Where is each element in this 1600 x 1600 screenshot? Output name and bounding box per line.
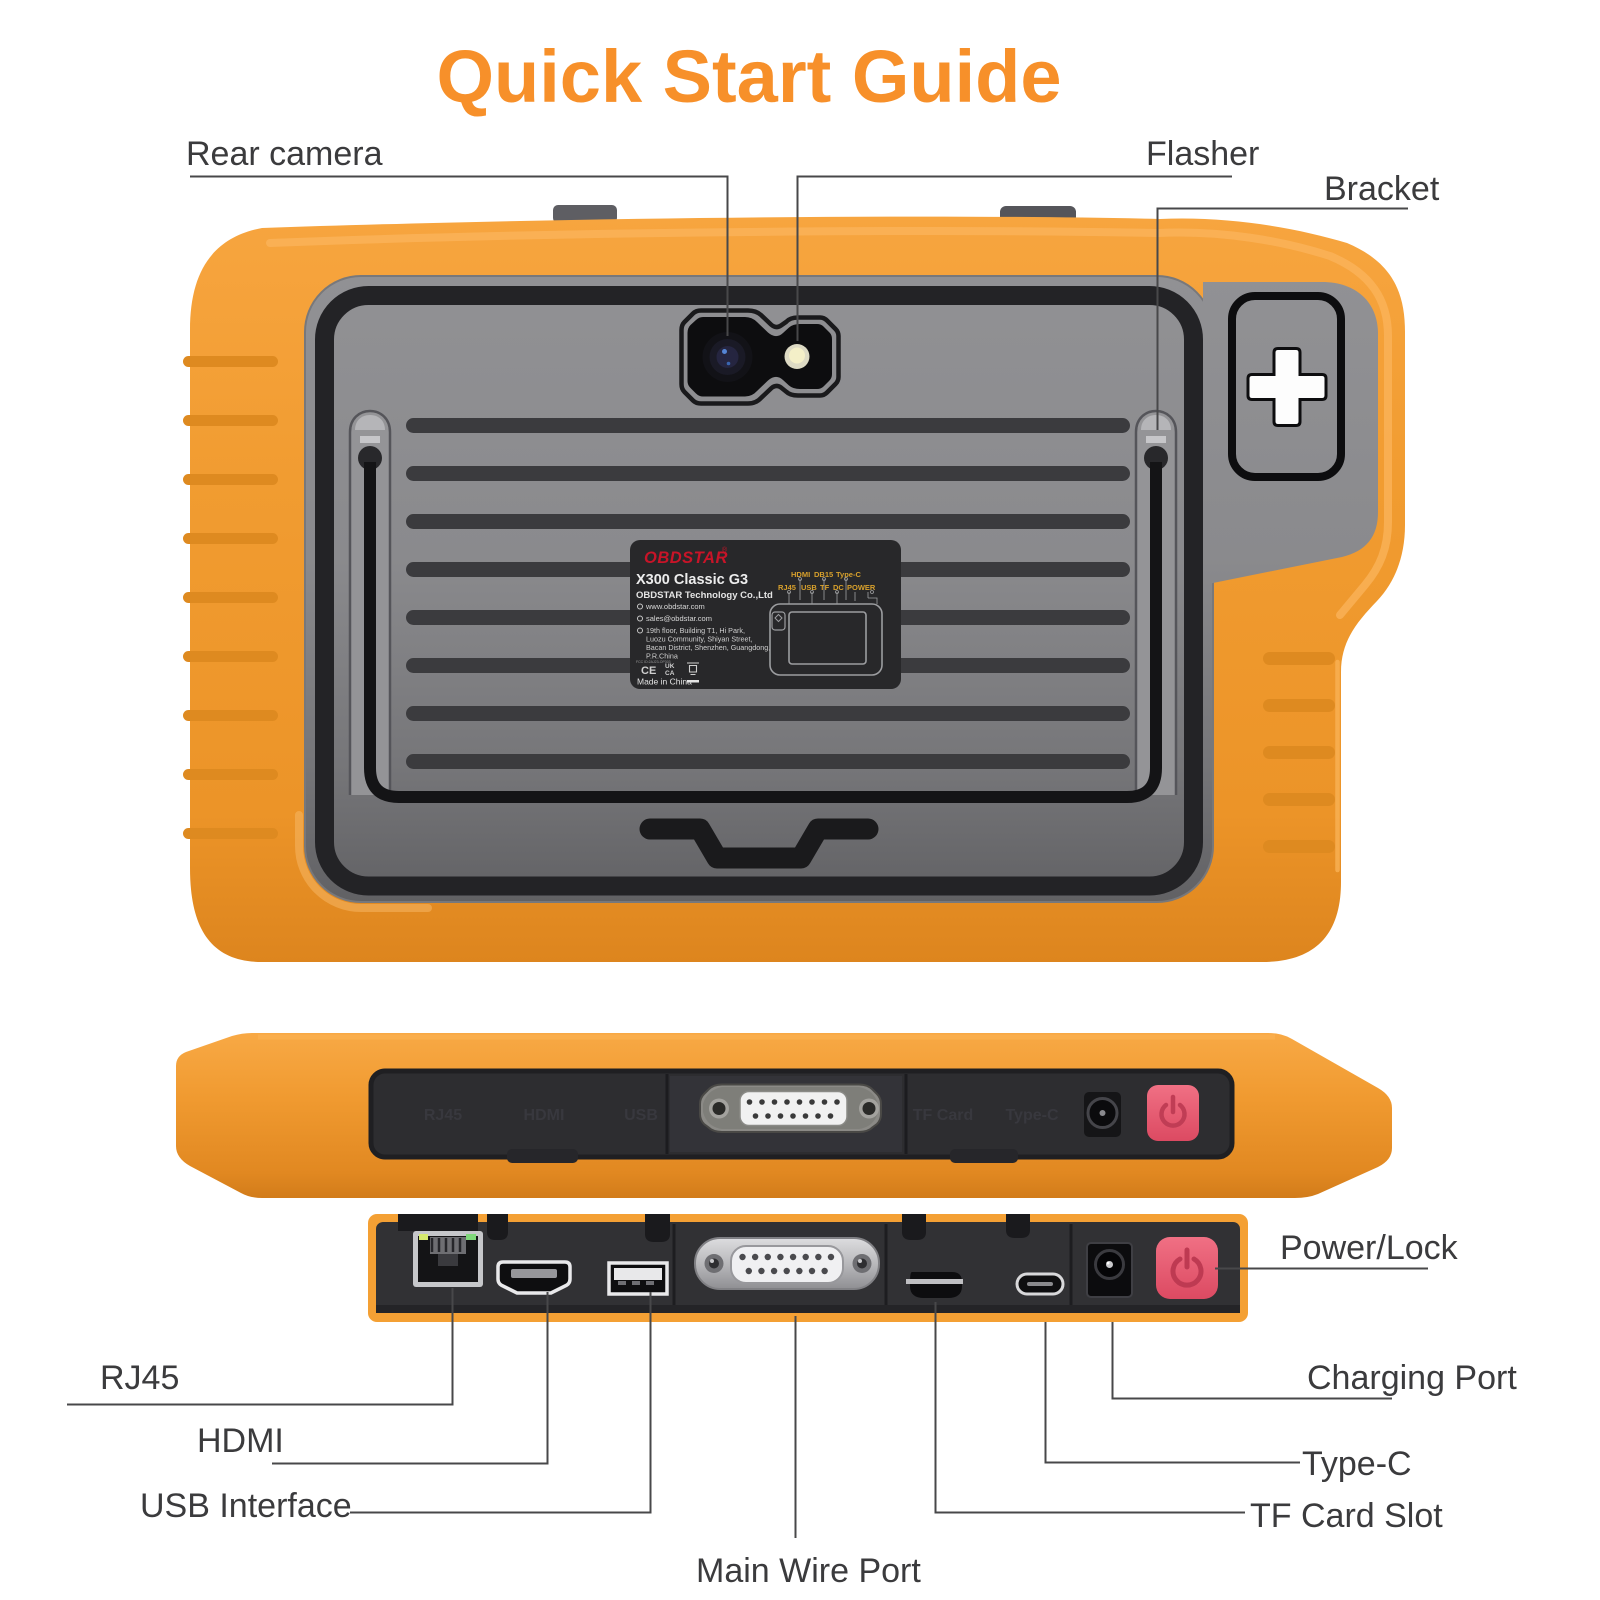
svg-text:OBDSTAR Technology Co.,Ltd: OBDSTAR Technology Co.,Ltd (636, 590, 773, 601)
svg-text:UK: UK (665, 663, 675, 670)
svg-text:Charging Port: Charging Port (1307, 1359, 1517, 1397)
svg-text:DB15: DB15 (814, 570, 833, 579)
svg-text:Quick Start Guide: Quick Start Guide (436, 35, 1061, 118)
svg-text:X300 Classic G3: X300 Classic G3 (636, 572, 748, 588)
svg-text:Type-C: Type-C (1302, 1445, 1412, 1483)
svg-text:sales@obdstar.com: sales@obdstar.com (646, 614, 712, 623)
svg-text:FCC ID:2AJ23-OP303: FCC ID:2AJ23-OP303 (636, 660, 671, 664)
svg-text:RJ45: RJ45 (424, 1107, 462, 1124)
svg-text:TF Card: TF Card (913, 1107, 973, 1124)
svg-text:HDMI: HDMI (524, 1107, 565, 1124)
svg-text:POWER: POWER (847, 583, 876, 592)
svg-text:Main Wire Port: Main Wire Port (696, 1552, 921, 1590)
svg-text:USB: USB (801, 583, 817, 592)
svg-text:HDMI: HDMI (791, 570, 810, 579)
svg-text:USB: USB (624, 1107, 658, 1124)
svg-text:Bacan District, Shenzhen, Guan: Bacan District, Shenzhen, Guangdong, (646, 643, 770, 652)
svg-text:Type-C: Type-C (836, 570, 861, 579)
svg-text:®: ® (722, 546, 728, 554)
svg-text:19th floor, Building T1, Hi Pa: 19th floor, Building T1, Hi Park, (646, 626, 745, 635)
svg-text:TF: TF (820, 583, 830, 592)
svg-text:Flasher: Flasher (1146, 135, 1259, 173)
svg-text:Rear camera: Rear camera (186, 135, 383, 173)
svg-text:Luozu Community, Shiyan Street: Luozu Community, Shiyan Street, (646, 635, 753, 644)
svg-text:www.obdstar.com: www.obdstar.com (645, 602, 705, 611)
svg-text:USB Interface: USB Interface (140, 1487, 352, 1525)
svg-text:RJ45: RJ45 (100, 1359, 179, 1397)
svg-text:CΕ: CΕ (641, 665, 656, 677)
svg-text:DC: DC (833, 583, 844, 592)
svg-text:TF Card Slot: TF Card Slot (1250, 1497, 1443, 1535)
svg-text:HDMI: HDMI (197, 1422, 284, 1460)
svg-text:RJ45: RJ45 (778, 583, 796, 592)
svg-text:Type-C: Type-C (1005, 1107, 1058, 1124)
svg-text:CA: CA (665, 670, 675, 677)
svg-text:Bracket: Bracket (1324, 170, 1440, 208)
svg-text:P.R.China: P.R.China (646, 652, 678, 661)
svg-text:OBDSTAR: OBDSTAR (644, 549, 728, 567)
svg-text:Made in China: Made in China (637, 677, 692, 687)
svg-text:Power/Lock: Power/Lock (1280, 1229, 1459, 1267)
